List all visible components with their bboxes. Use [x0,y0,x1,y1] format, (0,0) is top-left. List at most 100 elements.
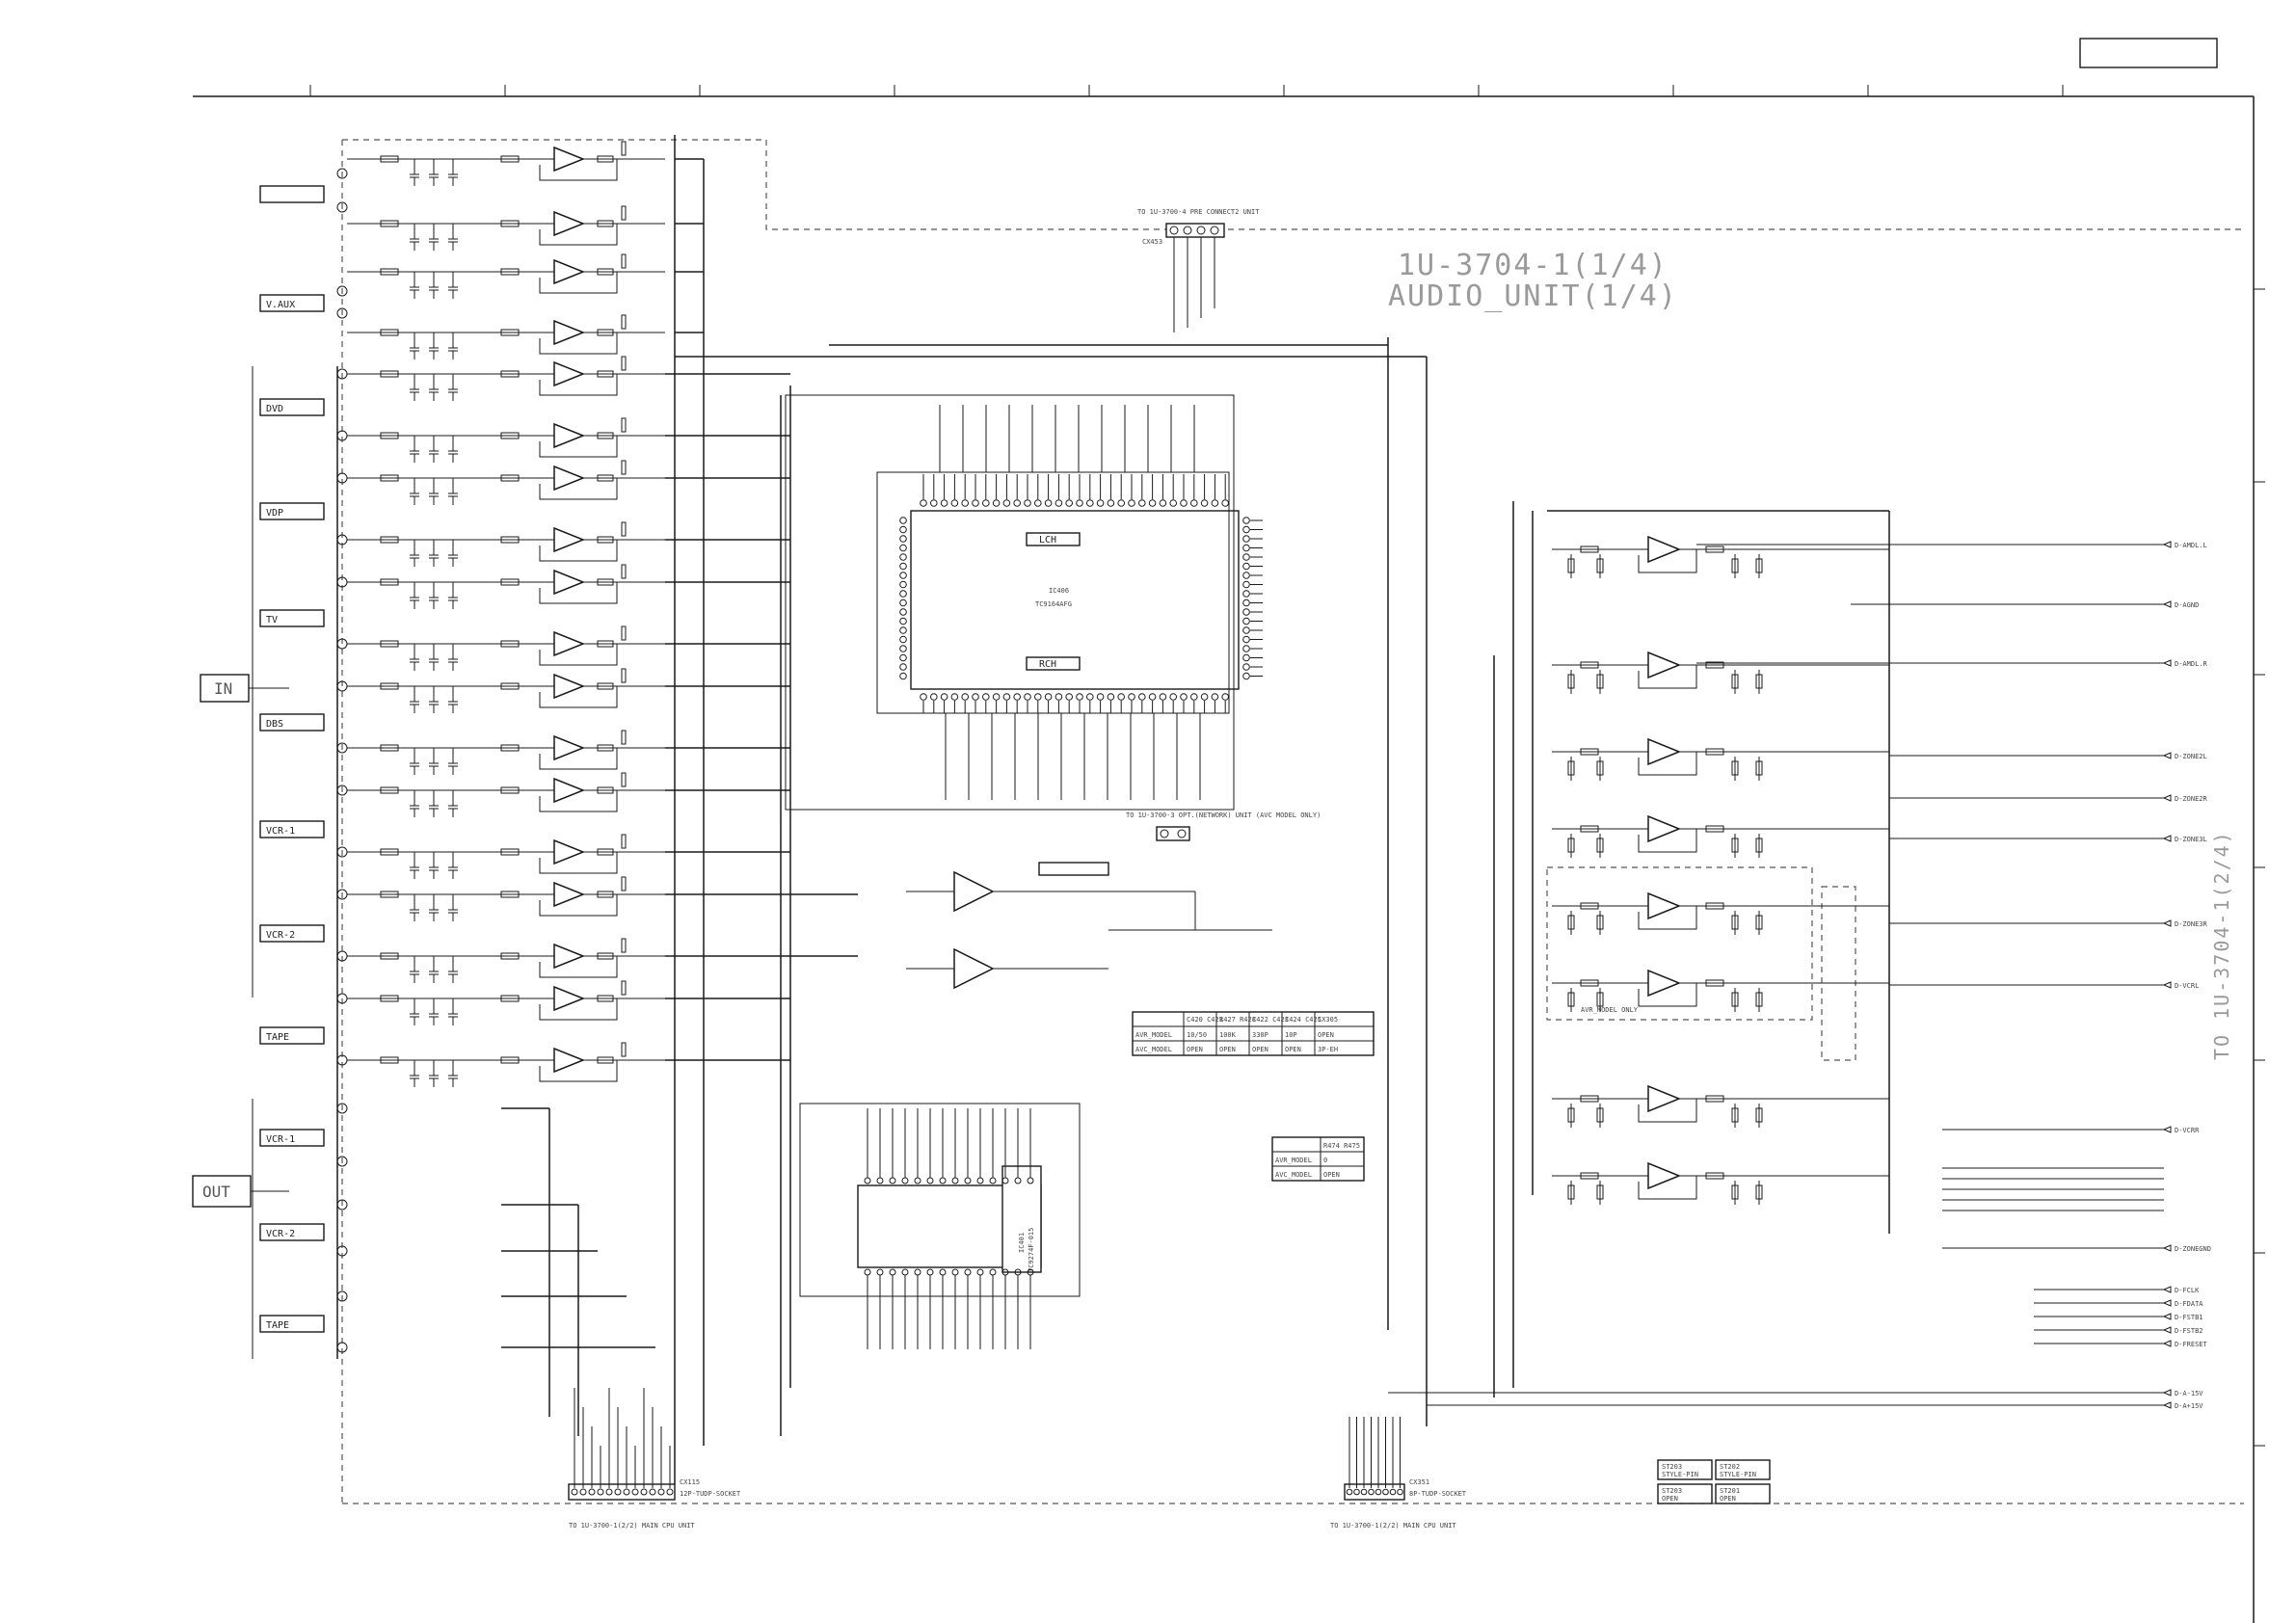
input-jack-vcr2: VCR-2 [259,889,348,962]
svg-text:C424 C425: C424 C425 [1285,1016,1322,1024]
svg-text:CX115: CX115 [680,1478,700,1486]
connector-cx453: CX453 TO 1U-3700-4 PRE CONNECT2 UNIT [1137,208,1260,333]
svg-text:CX453: CX453 [1142,238,1162,246]
output-signal-label: D-FDATA [2175,1300,2203,1308]
output-signal-label: D-VCRR [2175,1127,2200,1134]
input-jacks: V.AUX DVD VDP TV DBS VCR-1 VCR-2 TAPE VC… [252,168,348,1359]
svg-text:AVC_MODEL: AVC_MODEL [1135,1046,1172,1053]
svg-text:ST201: ST201 [1720,1487,1740,1495]
svg-text:C420 C421: C420 C421 [1187,1016,1223,1024]
input-jack-aux2 [259,168,348,213]
zone-opamp [1552,814,1889,858]
output-signal-label: D-FCLK [2175,1287,2200,1294]
svg-text:OPEN: OPEN [1323,1171,1340,1179]
group-in-label: IN [214,679,232,698]
buffer-stage [347,834,665,879]
svg-text:VCR-1: VCR-1 [266,826,295,837]
svg-text:RCH: RCH [1039,659,1056,670]
svg-text:8P-TUDP-SOCKET: 8P-TUDP-SOCKET [1409,1490,1467,1498]
zone-opamp [1552,737,1889,781]
svg-text:TO 1U-3700-1(2/2) MAIN CPU UNI: TO 1U-3700-1(2/2) MAIN CPU UNIT [1330,1522,1456,1530]
svg-text:VCR-1: VCR-1 [266,1134,295,1145]
svg-text:LCH: LCH [1039,535,1056,545]
svg-text:V.AUX: V.AUX [266,300,295,310]
svg-text:OPEN: OPEN [1662,1495,1678,1503]
svg-text:TO 1U-3700-1(2/2) MAIN CPU UNI: TO 1U-3700-1(2/2) MAIN CPU UNIT [569,1522,695,1530]
buffer-stage [347,1042,665,1087]
output-jack-vcr2: VCR-2 [259,1199,348,1257]
input-jack-vcr1: VCR-1 [259,785,348,858]
svg-text:100K: 100K [1219,1031,1237,1039]
svg-text:TC9274F-015: TC9274F-015 [1028,1228,1035,1272]
svg-text:OPEN: OPEN [1285,1046,1301,1053]
input-buffer-stages [347,141,665,1087]
output-signal-label: D-VCRL [2175,982,2199,990]
zone-opamp [1552,891,1889,935]
connector-opt-unit: TO 1U-3700-3 OPT.(NETWORK) UNIT (AVC MOD… [1126,812,1321,841]
output-signal-label: D-A-15V [2175,1390,2203,1397]
output-signal-label: D-ZONEGND [2175,1245,2211,1253]
svg-text:STYLE-PIN: STYLE-PIN [1662,1471,1698,1478]
output-signal-label: D-FSTB1 [2175,1314,2203,1321]
input-jack-dbs: DBS [259,680,348,754]
output-signal-label: D-ZONE2L [2175,753,2207,760]
svg-text:ST202: ST202 [1720,1463,1740,1471]
buffer-stage [347,460,665,505]
mute-ic-IC401: IC401 TC9274F-015 [799,1103,1081,1349]
output-jack-tape: TAPE [259,1290,348,1353]
output-signal-label: D-A+15V [2175,1402,2203,1410]
svg-text:10/50: 10/50 [1187,1031,1207,1039]
svg-text:VCR-2: VCR-2 [266,1229,295,1239]
svg-text:TAPE: TAPE [266,1032,289,1043]
output-signal-label: D-FSTB2 [2175,1327,2203,1335]
output-signal-label: D-ZONE3R [2175,920,2208,928]
svg-text:TC9164AFG: TC9164AFG [1035,600,1072,608]
input-jack-vdp: VDP [259,472,348,545]
buffer-stage [347,314,665,359]
unit-title: 1U-3704-1(1/4) AUDIO_UNIT(1/4) [1388,249,1678,313]
buffer-stage [347,205,665,251]
svg-text:IC406: IC406 [1049,587,1069,595]
buffer-stage [347,980,665,1025]
svg-text:AVR_MODEL: AVR_MODEL [1275,1157,1312,1164]
group-labels: IN OUT [192,674,289,1208]
style-pin-boxes: ST203STYLE-PINST203OPENST202STYLE-PINST2… [1657,1459,1771,1504]
svg-text:OPEN: OPEN [1219,1046,1236,1053]
svg-text:STYLE-PIN: STYLE-PIN [1720,1471,1756,1478]
tuner-buffer-block [906,862,1272,990]
svg-text:AVC_MODEL: AVC_MODEL [1275,1171,1312,1179]
svg-text:TO 1U-3700-4 PRE CONNECT2 UNIT: TO 1U-3700-4 PRE CONNECT2 UNIT [1137,208,1260,216]
buffer-stage [347,730,665,775]
svg-text:12P-TUDP-SOCKET: 12P-TUDP-SOCKET [680,1490,741,1498]
side-destination-label: TO 1U-3704-1(2/4) [2210,830,2233,1060]
svg-text:0: 0 [1323,1157,1327,1164]
svg-text:10P: 10P [1285,1031,1297,1039]
output-signal-label: D-AMDL.R [2175,660,2208,668]
connector-cx115: CX115 12P-TUDP-SOCKET TO 1U-3700-1(2/2) … [568,1388,741,1530]
svg-text:DBS: DBS [266,719,283,730]
buffer-stage [347,521,665,567]
buffer-stage [347,668,665,713]
title-line-1: 1U-3704-1(1/4) [1398,249,1669,282]
page-frame [193,38,2265,1623]
svg-text:OPEN: OPEN [1720,1495,1736,1503]
right-output-signals: D-AMDL.LD-AGNDD-AMDL.RD-ZONE2LD-ZONE2RD-… [1388,541,2211,1410]
buffer-stage [347,356,665,401]
signal-bus [501,135,1534,1484]
svg-text:AVR_MODEL ONLY: AVR_MODEL ONLY [1581,1006,1639,1014]
input-jack-tape: TAPE [259,993,348,1066]
svg-text:OPEN: OPEN [1187,1046,1203,1053]
output-jack-vcr1: VCR-1 [259,1103,348,1167]
svg-text:TV: TV [266,615,278,625]
title-line-2: AUDIO_UNIT(1/4) [1388,279,1678,313]
svg-text:CX305: CX305 [1318,1016,1338,1024]
buffer-stage [347,876,665,921]
svg-text:TO 1U-3700-3 OPT.(NETWORK) UNI: TO 1U-3700-3 OPT.(NETWORK) UNIT (AVC MOD… [1126,812,1321,819]
input-jack-dvd: DVD [259,368,348,441]
buffer-stage [347,417,665,463]
output-signal-label: D-AMDL.L [2175,542,2207,549]
zone-opamp [1552,1084,1889,1128]
